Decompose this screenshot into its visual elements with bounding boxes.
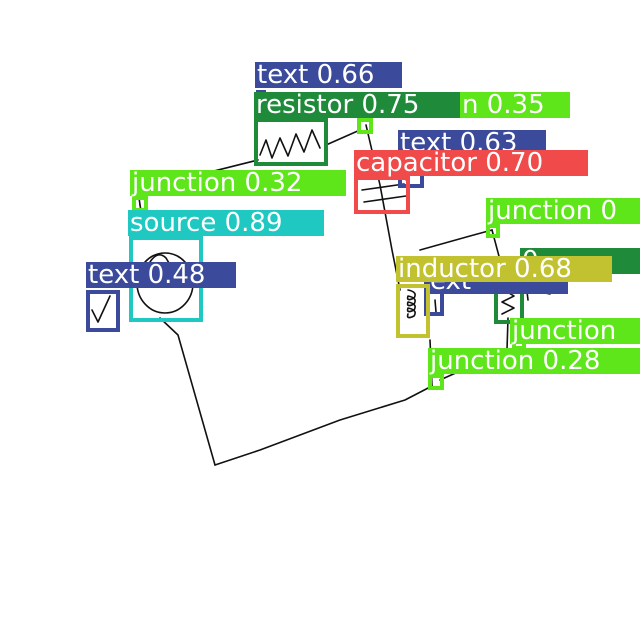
capacitor-plates — [361, 183, 407, 203]
resistor-detection-box — [254, 118, 328, 166]
text-detection-box — [86, 290, 120, 332]
resistor-zigzag — [259, 129, 321, 159]
junction-detection-label: junction 0 — [486, 198, 640, 224]
wire-bottom — [214, 385, 433, 466]
junction-detection-box — [357, 118, 373, 134]
right-resistor-zigzag — [501, 289, 515, 315]
resistor-detection-label: resistor 0.75 — [254, 92, 460, 118]
inductor-detection-label: inductor 0.68 — [396, 256, 612, 282]
junction-detection-label: junction 0.28 — [428, 348, 640, 374]
capacitor-detection-box — [354, 176, 410, 214]
junction-detection-box — [428, 374, 444, 390]
check-mark — [91, 295, 111, 323]
junction-detection-label: junction 0.32 — [130, 170, 346, 196]
source-detection-label: source 0.89 — [128, 210, 324, 236]
text-detection-label: text 0.48 — [86, 262, 236, 288]
junction-detection-label: n 0.35 — [460, 92, 570, 118]
source-sine — [149, 254, 173, 269]
wire-left-side — [159, 317, 216, 466]
inductor-coils — [406, 289, 416, 319]
junction-detection-box — [486, 224, 500, 238]
junction-detection-label: junction — [510, 318, 640, 344]
wire-top — [325, 129, 361, 146]
text-detection-label: text 0.66 — [255, 62, 402, 88]
inductor-detection-box — [396, 284, 430, 338]
capacitor-detection-label: capacitor 0.70 — [354, 150, 588, 176]
wire-upper-right — [419, 229, 493, 251]
